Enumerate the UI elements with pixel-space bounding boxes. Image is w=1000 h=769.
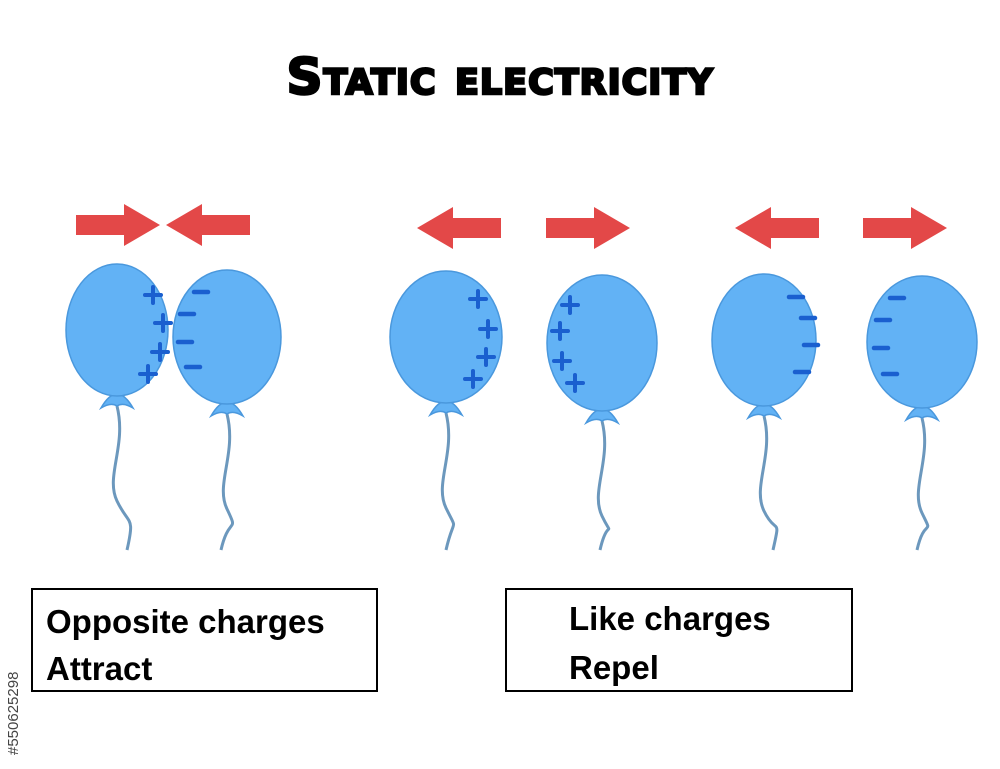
plus-charge-icon bbox=[550, 321, 570, 341]
arrow-right-icon bbox=[76, 204, 160, 246]
plus-charge-icon bbox=[463, 369, 483, 389]
balloon-string bbox=[111, 405, 133, 551]
arrow-right-icon bbox=[863, 207, 947, 249]
balloon-body bbox=[389, 270, 503, 404]
balloon-body bbox=[65, 263, 169, 397]
plus-charge-icon bbox=[150, 342, 170, 362]
repel-label-box: Like charges Repel bbox=[505, 588, 853, 692]
page-title: Static electricity bbox=[285, 47, 714, 108]
balloon-body bbox=[711, 273, 817, 407]
attract-label-line2: Attract bbox=[46, 650, 153, 687]
arrow-left-icon bbox=[166, 204, 250, 246]
balloon-body bbox=[866, 275, 978, 409]
balloon-string bbox=[219, 413, 235, 551]
plus-charge-icon bbox=[476, 347, 496, 367]
balloon bbox=[389, 270, 503, 551]
plus-charge-icon bbox=[143, 285, 163, 305]
plus-charge-icon bbox=[560, 295, 580, 315]
arrow-left-icon bbox=[735, 207, 819, 249]
balloon-body bbox=[172, 269, 282, 405]
balloon bbox=[866, 275, 978, 551]
balloon-group-attract bbox=[65, 204, 282, 551]
attract-label-line1: Opposite charges bbox=[46, 603, 325, 640]
plus-charge-icon bbox=[153, 313, 173, 333]
plus-charge-icon bbox=[138, 364, 158, 384]
plus-charge-icon bbox=[478, 319, 498, 339]
plus-charge-icon bbox=[565, 373, 585, 393]
balloon bbox=[172, 269, 282, 551]
balloon-string bbox=[758, 415, 779, 551]
balloon-string bbox=[596, 420, 611, 551]
balloon-string bbox=[440, 412, 455, 551]
plus-charge-icon bbox=[468, 289, 488, 309]
balloon-string bbox=[915, 417, 930, 551]
arrow-right-icon bbox=[546, 207, 630, 249]
stock-watermark-id: #550625298 bbox=[5, 671, 22, 755]
repel-label-line2: Repel bbox=[569, 649, 659, 686]
balloon bbox=[546, 274, 658, 551]
attract-label-box: Opposite charges Attract bbox=[31, 588, 378, 692]
balloon bbox=[711, 273, 821, 551]
balloon-body bbox=[546, 274, 658, 412]
repel-label-line1: Like charges bbox=[569, 600, 771, 637]
balloon-group-repel-negative bbox=[711, 207, 978, 551]
balloon bbox=[65, 263, 173, 551]
plus-charge-icon bbox=[552, 351, 572, 371]
arrow-left-icon bbox=[417, 207, 501, 249]
balloon-group-repel-positive bbox=[389, 207, 658, 551]
